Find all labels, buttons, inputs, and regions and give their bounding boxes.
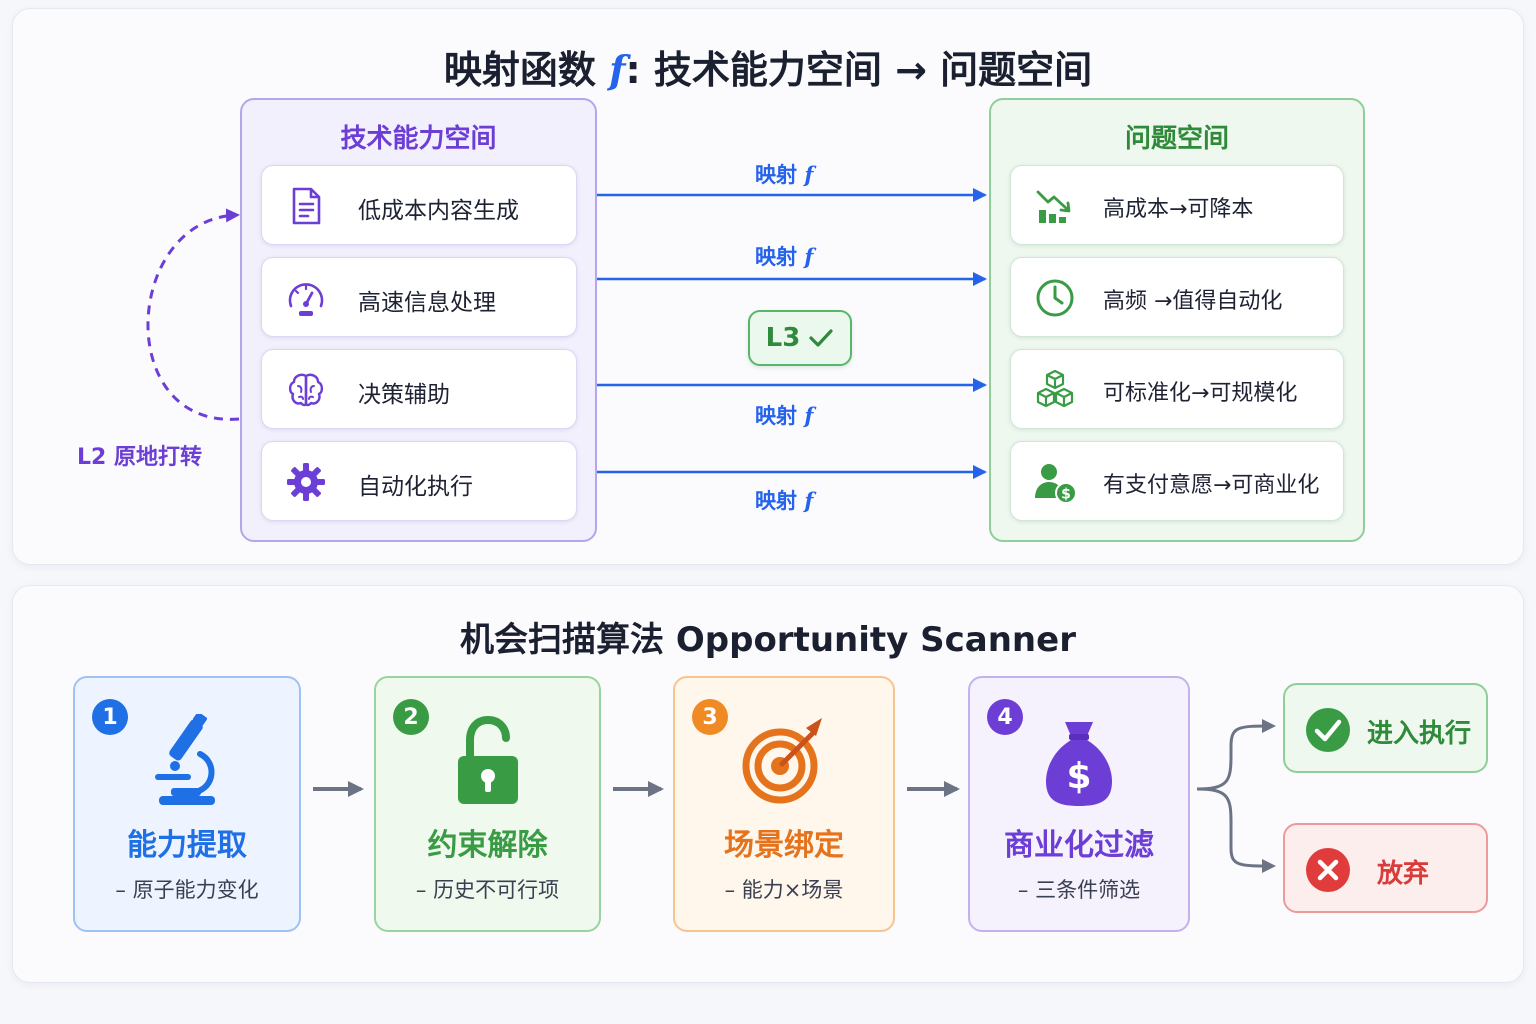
l3-badge-text: L3 — [765, 323, 801, 353]
tech-item-automation: 自动化执行 — [261, 441, 577, 521]
page-title: 映射函数 f: 技术能力空间 → 问题空间 — [13, 39, 1523, 94]
step-title: 能力提取 — [127, 828, 247, 863]
money-bag-icon: $ — [1046, 722, 1112, 806]
step-number-badge: 2 — [393, 699, 429, 735]
title-text-right: : 技术能力空间 → 问题空间 — [625, 48, 1093, 92]
outcome-abandon: 放弃 — [1283, 823, 1488, 913]
outcome-proceed-label: 进入执行 — [1367, 719, 1472, 749]
cubes-icon — [1036, 369, 1074, 408]
title-text-left: 映射函数 — [443, 48, 596, 92]
checkmark-icon — [809, 329, 833, 347]
mapping-panel: 映射函数 f: 技术能力空间 → 问题空间 映射 f 映射 f 映射 f 映射 … — [12, 8, 1524, 565]
tech-item-content-generation: 低成本内容生成 — [261, 165, 577, 245]
problem-item-automation-worth: 高频 →值得自动化 — [1010, 257, 1344, 337]
step-number-badge: 4 — [987, 699, 1023, 735]
unlock-icon — [457, 715, 518, 804]
step-title: 场景绑定 — [724, 828, 844, 863]
scanner-step-scenario-binding: 3 场景绑定 – 能力×场景 — [673, 676, 895, 932]
step-number-badge: 3 — [692, 699, 728, 735]
flow-branch-abandon — [1196, 787, 1276, 873]
flow-branch-proceed — [1196, 719, 1276, 791]
tech-capability-space: 技术能力空间 低成本内容生成 高速信息处理 — [240, 98, 597, 542]
tech-item-label: 决策辅助 — [358, 382, 450, 408]
problem-item-label: 有支付意愿→可商业化 — [1103, 473, 1320, 498]
l2-loop-arrow — [146, 208, 240, 421]
scanner-step-constraint-removal: 2 约束解除 – 历史不可行项 — [374, 676, 601, 932]
problem-item-cost-reduction: 高成本→可降本 — [1010, 165, 1344, 245]
map-label-3: 映射 f — [755, 403, 814, 428]
step-title: 商业化过滤 — [1004, 828, 1154, 863]
map-label-2: 映射 f — [755, 244, 814, 269]
scanner-panel: 机会扫描算法 Opportunity Scanner 1 能力提取 – 原 — [12, 585, 1524, 983]
problem-item-label: 高频 →值得自动化 — [1103, 289, 1283, 314]
step-title: 约束解除 — [427, 828, 548, 863]
document-icon — [292, 187, 321, 225]
tech-item-label: 低成本内容生成 — [358, 198, 519, 224]
problem-item-scalable: 可标准化→可规模化 — [1010, 349, 1344, 429]
title-f-symbol: f — [609, 47, 626, 92]
map-label-1: 映射 f — [755, 162, 814, 187]
tech-item-decision-support: 决策辅助 — [261, 349, 577, 429]
tech-item-info-processing: 高速信息处理 — [261, 257, 577, 337]
problem-space: 问题空间 高成本→可降本 高频 →值得自动化 — [989, 98, 1365, 542]
scanner-step-capability-extraction: 1 能力提取 – 原子能力变化 — [73, 676, 301, 932]
map-label-4: 映射 f — [755, 488, 814, 513]
cost-down-chart-icon — [1036, 190, 1071, 223]
brain-icon — [288, 373, 324, 407]
scanner-title: 机会扫描算法 Opportunity Scanner — [460, 620, 1076, 660]
target-icon — [742, 718, 822, 804]
x-circle-icon — [1306, 848, 1350, 892]
step-subtitle: – 历史不可行项 — [415, 878, 560, 902]
user-dollar-icon: $ — [1035, 464, 1077, 504]
tech-space-title: 技术能力空间 — [340, 124, 497, 154]
problem-item-label: 可标准化→可规模化 — [1103, 381, 1298, 406]
step-subtitle: – 原子能力变化 — [115, 878, 259, 902]
scanner-flow-arrows — [313, 719, 1276, 873]
clock-icon — [1036, 279, 1074, 317]
l3-badge: L3 — [748, 310, 852, 366]
microscope-icon — [155, 714, 215, 805]
problem-item-label: 高成本→可降本 — [1103, 197, 1254, 222]
svg-text:$: $ — [1061, 487, 1071, 503]
scanner-step-commercial-filter: 4 $ 商业化过滤 – 三条件筛选 — [968, 676, 1190, 932]
problem-item-commercializable: $ 有支付意愿→可商业化 — [1010, 441, 1344, 521]
svg-text:$: $ — [1066, 756, 1091, 797]
step-subtitle: – 三条件筛选 — [1017, 878, 1141, 902]
outcome-abandon-label: 放弃 — [1377, 859, 1430, 889]
step-subtitle: – 能力×场景 — [724, 878, 844, 902]
check-circle-icon — [1306, 708, 1350, 752]
speedometer-icon — [288, 283, 324, 316]
l2-label: L2 原地打转 — [77, 445, 202, 470]
mapping-arrows — [146, 188, 987, 479]
tech-item-label: 自动化执行 — [358, 474, 473, 500]
problem-space-title: 问题空间 — [1124, 124, 1229, 154]
gear-icon — [287, 463, 325, 501]
outcome-proceed: 进入执行 — [1283, 683, 1488, 773]
step-number-badge: 1 — [92, 699, 128, 735]
tech-item-label: 高速信息处理 — [358, 290, 496, 316]
